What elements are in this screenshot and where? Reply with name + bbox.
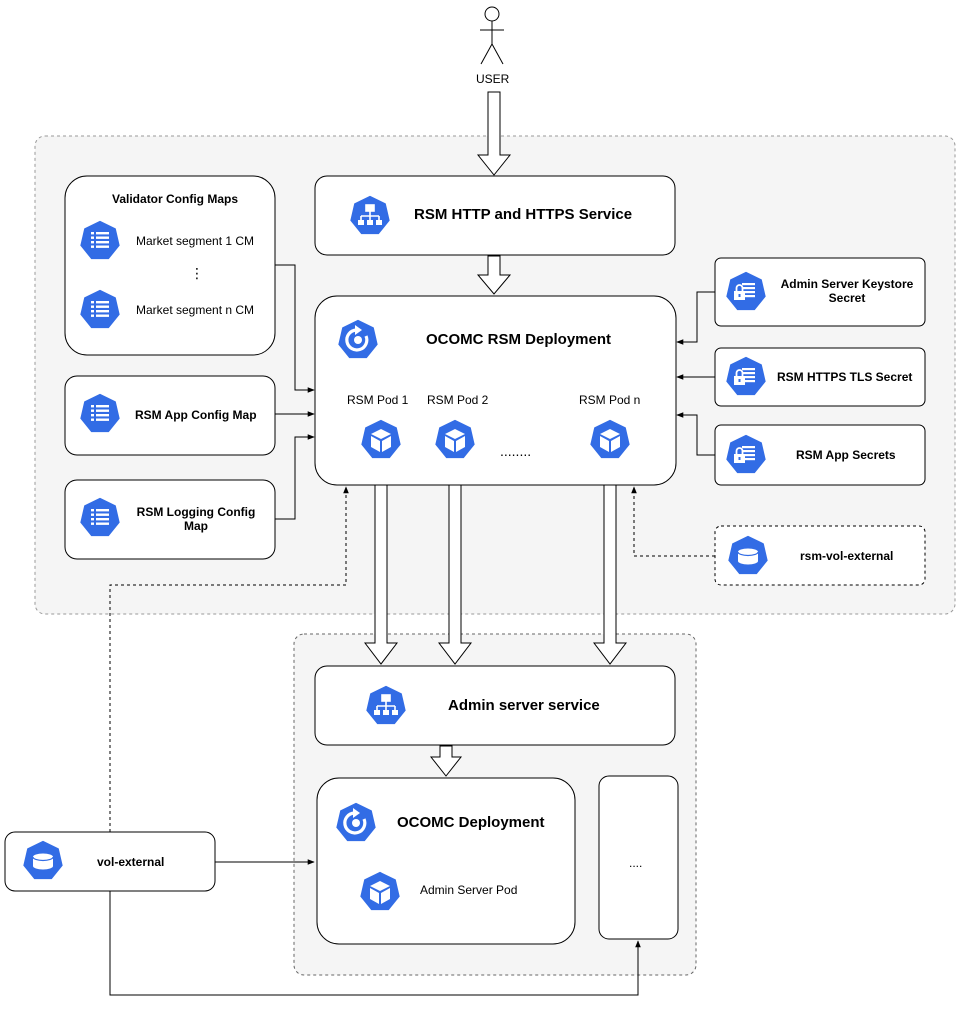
- rsm-pod-n-label: RSM Pod n: [579, 393, 641, 407]
- logging-cm-connector: [275, 434, 315, 520]
- extra-box-label: ....: [629, 856, 643, 870]
- app-secrets-connector: [676, 412, 715, 456]
- http-service-label: RSM HTTP and HTTPS Service: [414, 206, 633, 223]
- keystore-secret-label: Admin Server Keystore Secret: [780, 277, 914, 305]
- service-to-deployment-arrow: [476, 255, 512, 295]
- pod2-to-admin-arrow: [437, 462, 473, 665]
- ocomc-deployment-title: OCOMC Deployment: [397, 814, 545, 831]
- app-config-map-label: RSM App Config Map: [135, 408, 257, 422]
- vol-external-label: vol-external: [97, 855, 165, 869]
- market-segment-1-label: Market segment 1 CM: [136, 234, 255, 248]
- user-actor: [480, 6, 504, 65]
- podn-to-admin-arrow: [592, 462, 628, 665]
- app-secrets-label: RSM App Secrets: [796, 448, 896, 462]
- user-to-service-arrow: [476, 91, 512, 176]
- rsm-deployment-title: OCOMC RSM Deployment: [426, 331, 612, 348]
- validator-ellipsis: ⋮: [190, 265, 204, 281]
- logging-config-map-label: RSM Logging Config Map: [136, 505, 256, 533]
- market-segment-n-label: Market segment n CM: [136, 303, 255, 317]
- validator-connector: [275, 264, 315, 393]
- rsm-pod-2-label: RSM Pod 2: [427, 393, 489, 407]
- pod1-to-admin-arrow: [363, 462, 399, 665]
- user-label: USER: [476, 72, 510, 86]
- rsm-vol-external-label: rsm-vol-external: [800, 549, 894, 563]
- rsm-vol-connector: [631, 486, 715, 557]
- rsm-pod-1-label: RSM Pod 1: [347, 393, 409, 407]
- admin-service-to-deployment-arrow: [429, 745, 463, 777]
- validator-title: Validator Config Maps: [112, 192, 239, 206]
- pod-ellipsis: ........: [500, 443, 532, 459]
- keystore-connector: [676, 291, 715, 345]
- vol-external-extra-connector: [109, 891, 641, 996]
- admin-server-pod-label: Admin Server Pod: [420, 883, 518, 897]
- tls-secret-label: RSM HTTPS TLS Secret: [777, 370, 913, 384]
- admin-service-label: Admin server service: [448, 697, 600, 714]
